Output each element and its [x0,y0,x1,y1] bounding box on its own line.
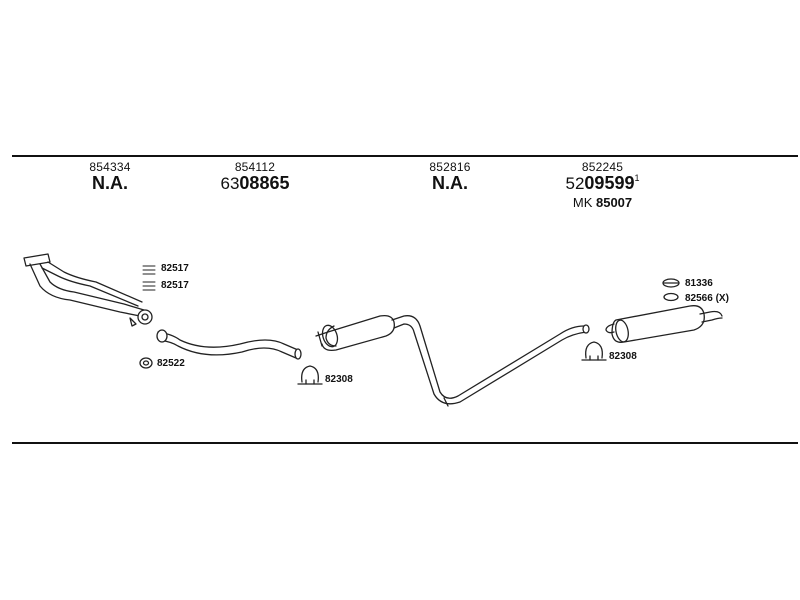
rear-muffler-drawing [605,305,723,343]
u-bolt-clamp-icon [581,341,607,361]
hardware-code: 81336 [685,278,713,289]
bottom-divider [12,442,798,444]
part-reference-prefix: 52 [565,174,585,193]
part-number: 852245 [581,160,624,174]
hardware-code: 82522 [157,358,185,369]
ring-hanger-icon [663,292,679,302]
part-number: 854112 [234,160,276,174]
part-column-intermediate-pipe: 854112 6308865 [215,160,295,194]
part-number: 852816 [429,160,471,174]
part-reference-prefix: 63 [220,174,240,193]
center-muffler-drawing [315,314,590,407]
part-reference-main: 08865 [239,173,290,193]
hardware-code: 82566 (X) [685,293,729,304]
part-reference: 52095991 [555,173,650,194]
u-bolt-clamp-icon [297,365,323,385]
part-status: N.A. [92,173,128,193]
part-reference-superscript: 1 [634,173,640,183]
hardware-code: 82308 [609,351,637,362]
kit-prefix: MK [572,195,593,210]
kit-number: 85007 [595,195,633,210]
hardware-code: 82517 [161,263,189,274]
part-column-center-muffler: 852816 N.A. [420,160,480,194]
mounting-kit-reference: MK 85007 [555,195,650,210]
part-reference: 6308865 [215,173,295,194]
clamp-icon [142,265,156,291]
rubber-hanger-icon [662,278,680,288]
top-divider [12,155,798,157]
intermediate-pipe-drawing [156,329,302,360]
part-reference-main: 09599 [584,173,635,193]
part-number: 854334 [89,160,131,174]
hardware-code: 82308 [325,374,353,385]
hardware-code: 82517 [161,280,189,291]
part-column-front-pipe: 854334 N.A. [80,160,140,194]
front-pipe-drawing [23,253,153,327]
gasket-ring-icon [139,357,153,369]
part-column-rear-muffler: 852245 52095991 MK 85007 [555,160,650,210]
part-status: N.A. [432,173,468,193]
